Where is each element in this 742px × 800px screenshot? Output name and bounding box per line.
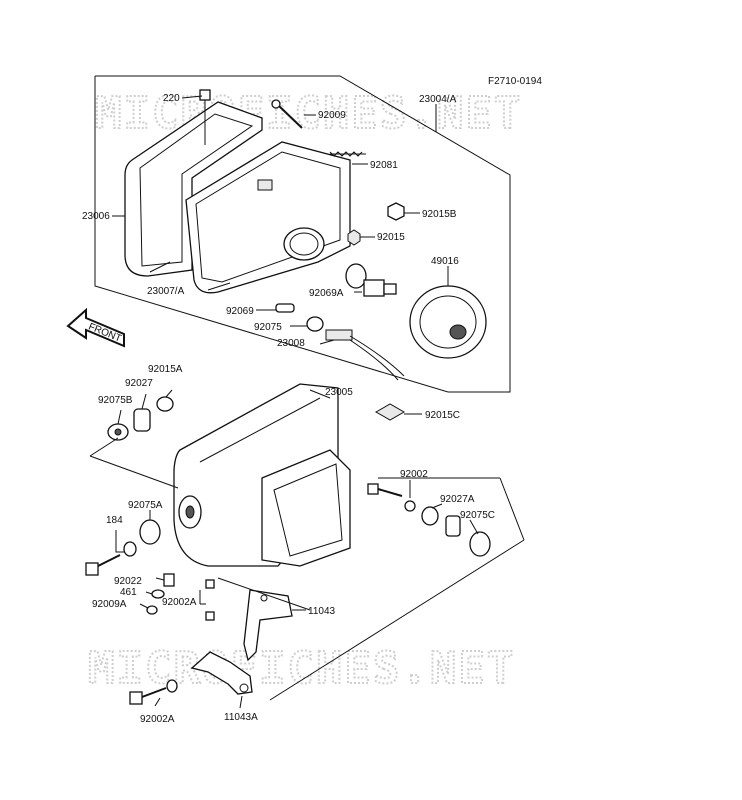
bolt-92002A-lower bbox=[129, 679, 178, 705]
label-11043A: 11043A bbox=[224, 712, 258, 723]
label-92015C: 92015C bbox=[425, 410, 460, 421]
label-92027: 92027 bbox=[125, 378, 153, 389]
watermark-top: MICROFICHES.NET bbox=[95, 88, 522, 139]
grommet-92015C bbox=[374, 403, 406, 421]
screw-220 bbox=[199, 89, 211, 145]
leader-lines bbox=[89, 95, 525, 709]
label-92002A-upper: 92002A bbox=[162, 597, 197, 608]
bracket-11043A bbox=[190, 651, 253, 695]
label-92069A: 92069A bbox=[309, 288, 344, 299]
label-92081: 92081 bbox=[370, 160, 398, 171]
front-arrow: FRONT bbox=[66, 307, 125, 348]
label-92075C: 92075C bbox=[460, 510, 495, 521]
label-49016: 49016 bbox=[431, 256, 459, 267]
cover-49016 bbox=[409, 285, 487, 359]
label-23006: 23006 bbox=[82, 211, 110, 222]
collar-92027A bbox=[445, 515, 461, 537]
wiring-23008 bbox=[325, 329, 405, 381]
headlight-housing bbox=[173, 383, 351, 567]
label-92002: 92002 bbox=[400, 469, 428, 480]
label-92015B: 92015B bbox=[422, 209, 457, 220]
label-92015A: 92015A bbox=[148, 364, 183, 375]
screw-92009A bbox=[146, 605, 158, 615]
label-92002A-lower: 92002A bbox=[140, 714, 175, 725]
label-92022: 92022 bbox=[114, 576, 142, 587]
bulb-92069A bbox=[345, 263, 397, 297]
label-92009A: 92009A bbox=[92, 599, 127, 610]
spring-92081 bbox=[329, 151, 366, 157]
part-92022 bbox=[163, 573, 175, 587]
label-11043: 11043 bbox=[308, 606, 336, 617]
label-92009: 92009 bbox=[318, 110, 346, 121]
grommet-92075C bbox=[469, 531, 491, 557]
label-23004A: 23004/A bbox=[419, 94, 457, 105]
washer-92027A bbox=[421, 506, 439, 526]
label-92015: 92015 bbox=[377, 232, 405, 243]
grommet-92075 bbox=[306, 316, 324, 332]
grommet-92075A bbox=[139, 519, 161, 545]
nut-92015B bbox=[387, 202, 405, 221]
bracket-11043 bbox=[243, 589, 293, 662]
label-23008: 23008 bbox=[277, 338, 305, 349]
washer-92075B bbox=[107, 423, 129, 441]
label-184: 184 bbox=[106, 515, 123, 526]
washer-184 bbox=[123, 541, 137, 557]
label-461: 461 bbox=[120, 587, 137, 598]
label-220: 220 bbox=[163, 93, 180, 104]
figure-code: F2710-0194 bbox=[488, 76, 542, 87]
label-92069: 92069 bbox=[226, 306, 254, 317]
label-92075B: 92075B bbox=[98, 395, 133, 406]
nut-92015 bbox=[347, 229, 361, 246]
screw-92009 bbox=[271, 99, 303, 129]
headlight-unit bbox=[185, 141, 351, 294]
watermark-bottom: MICROFICHES.NET bbox=[88, 643, 515, 694]
label-92027A: 92027A bbox=[440, 494, 475, 505]
collar-92027 bbox=[133, 408, 151, 432]
bulb-92069 bbox=[275, 303, 295, 313]
assembly-boundary bbox=[94, 75, 511, 393]
washer-92002 bbox=[404, 500, 416, 512]
label-92075A: 92075A bbox=[128, 500, 163, 511]
bolt-184 bbox=[85, 554, 121, 576]
label-92075: 92075 bbox=[254, 322, 282, 333]
bolt-92002 bbox=[367, 483, 403, 497]
label-23007A: 23007/A bbox=[147, 286, 185, 297]
grommet-92015A bbox=[156, 396, 174, 412]
bolt-92002A-upper bbox=[205, 579, 215, 621]
label-23005: 23005 bbox=[325, 387, 353, 398]
